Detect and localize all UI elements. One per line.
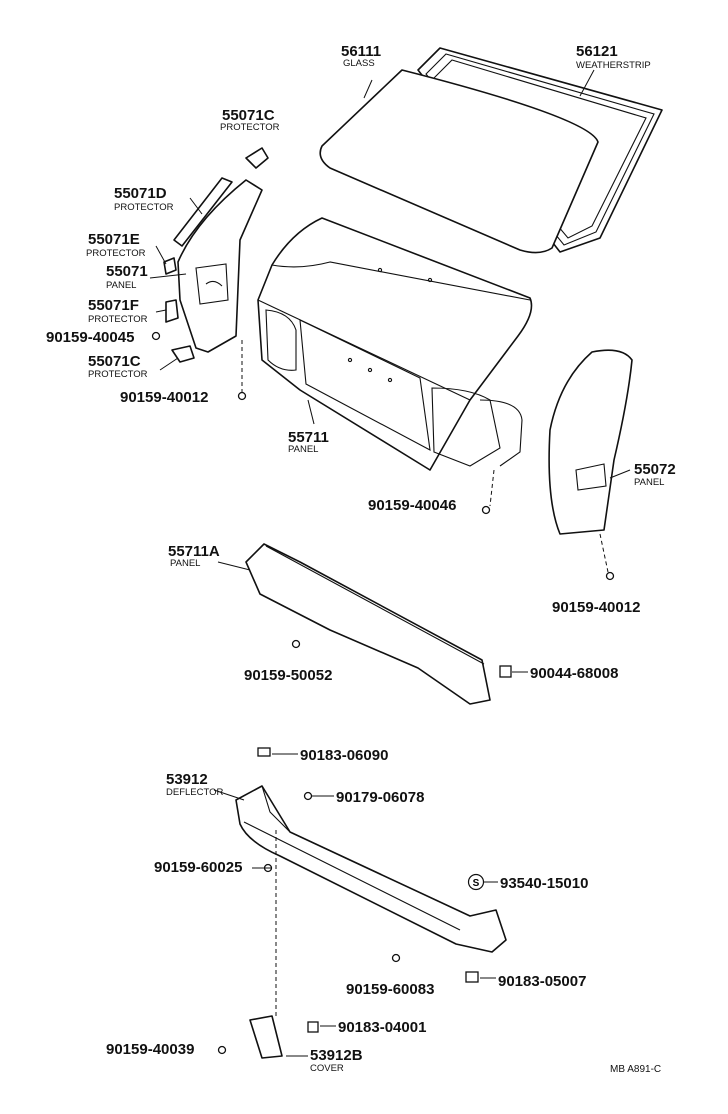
fastener-90159-60083-label: 90159-60083	[346, 981, 434, 998]
part-55071d-name: PROTECTOR	[114, 202, 174, 213]
part-55071d-number: 55071D	[114, 185, 167, 202]
part-55071f-name: PROTECTOR	[88, 314, 148, 325]
part-55071c-bottom-name: PROTECTOR	[88, 369, 148, 380]
part-55071e-number: 55071E	[88, 231, 140, 248]
fastener-90183-04001-label: 90183-04001	[338, 1019, 426, 1036]
part-55072-number: 55072	[634, 461, 676, 478]
fastener-90183-05007-label: 90183-05007	[498, 973, 586, 990]
s-symbol-icon: S	[467, 873, 485, 891]
part-55071c-bottom-number: 55071C	[88, 353, 141, 370]
part-55711-number: 55711	[288, 429, 329, 446]
alignment-dashes	[241, 340, 609, 1018]
leader-lines	[149, 69, 631, 1057]
fastener-90159-40046-label: 90159-40046	[368, 497, 456, 514]
protector-55071d-drawing	[173, 177, 233, 247]
part-56121-name: WEATHERSTRIP	[576, 60, 651, 71]
protector-55071c-top-drawing	[245, 147, 269, 169]
fastener-90183-06090-label: 90183-06090	[300, 747, 388, 764]
fastener-90159-50052-label: 90159-50052	[244, 667, 332, 684]
part-55071e-name: PROTECTOR	[86, 248, 146, 259]
part-55071c-top-name: PROTECTOR	[220, 122, 280, 133]
fastener-90159-40012-right-label: 90159-40012	[552, 599, 640, 616]
part-55711a-name: PANEL	[170, 558, 200, 569]
part-55711a-number: 55711A	[168, 543, 220, 560]
fastener-90179-06078-label: 90179-06078	[336, 789, 424, 806]
reference-code: MB A891-C	[610, 1064, 661, 1075]
protector-55071e-drawing	[163, 257, 177, 275]
part-55071-name: PANEL	[106, 280, 136, 291]
fastener-90159-40045-label: 90159-40045	[46, 329, 134, 346]
fastener-90159-60025-label: 90159-60025	[154, 859, 242, 876]
part-53912-number: 53912	[166, 771, 208, 788]
part-55072-name: PANEL	[634, 477, 664, 488]
fastener-90159-40039-label: 90159-40039	[106, 1041, 194, 1058]
fastener-90159-40012-left-label: 90159-40012	[120, 389, 208, 406]
part-55711-name: PANEL	[288, 444, 318, 455]
lower-panel-55711a-drawing	[245, 543, 491, 705]
glass-drawing	[319, 69, 599, 254]
part-53912b-number: 53912B	[310, 1047, 363, 1064]
fastener-symbols	[151, 331, 615, 1055]
s-symbol-letter: S	[473, 878, 480, 889]
part-53912-name: DEFLECTOR	[166, 787, 224, 798]
part-55071c-top-number: 55071C	[222, 107, 275, 124]
part-56111-name: GLASS	[343, 58, 375, 69]
fastener-93540-15010-label: 93540-15010	[500, 875, 588, 892]
fastener-90044-68008-label: 90044-68008	[530, 665, 618, 682]
protector-55071f-drawing	[165, 299, 179, 323]
part-56111-number: 56111	[341, 43, 381, 60]
side-panel-55072-drawing	[548, 349, 633, 535]
part-55071-number: 55071	[106, 263, 148, 280]
part-56121-number: 56121	[576, 43, 618, 60]
side-panel-55071-drawing	[177, 179, 263, 353]
part-55071f-number: 55071F	[88, 297, 139, 314]
cover-53912b-drawing	[249, 1015, 283, 1059]
back-panel-55711-drawing	[257, 217, 533, 471]
part-53912b-name: COVER	[310, 1063, 344, 1074]
